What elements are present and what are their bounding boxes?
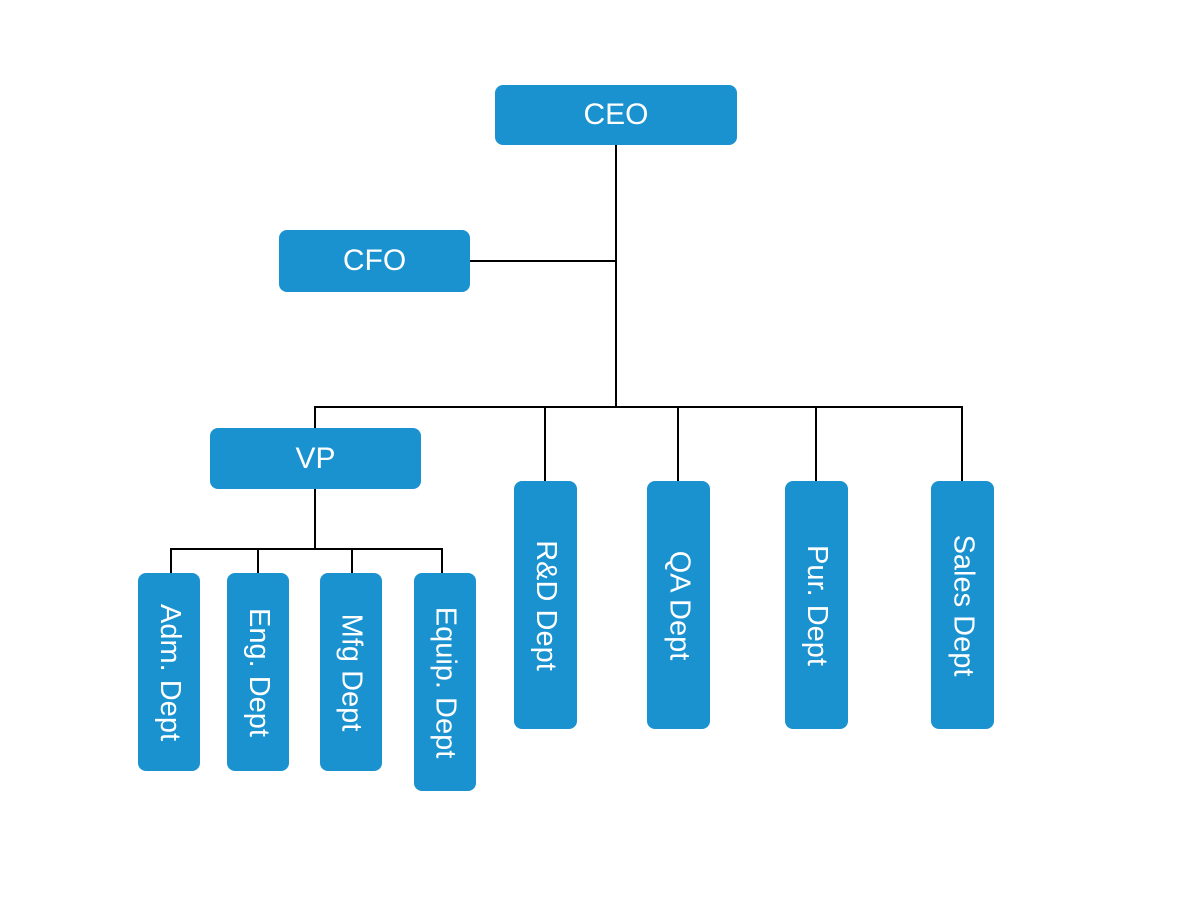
node-pur-dept: Pur. Dept: [785, 481, 848, 729]
node-mfg-dept: Mfg Dept: [320, 573, 382, 771]
node-cfo-label: CFO: [342, 244, 407, 277]
node-cfo: CFO: [279, 230, 470, 292]
node-vp-label: VP: [295, 441, 336, 475]
node-rd-dept: R&D Dept: [514, 481, 577, 729]
node-qa-dept-label: QA Dept: [663, 550, 695, 660]
node-eng-dept: Eng. Dept: [227, 573, 289, 771]
node-adm-dept: Adm. Dept: [138, 573, 200, 771]
node-ceo: CEO: [495, 85, 737, 145]
node-vp: VP: [210, 428, 421, 489]
node-ceo-label: CEO: [583, 98, 649, 131]
node-equip-dept: Equip. Dept: [414, 573, 476, 791]
node-mfg-dept-label: Mfg Dept: [335, 613, 368, 731]
node-pur-dept-label: Pur. Dept: [801, 544, 833, 666]
node-rd-dept-label: R&D Dept: [530, 539, 563, 671]
node-eng-dept-label: Eng. Dept: [242, 607, 275, 737]
node-adm-dept-label: Adm. Dept: [153, 603, 186, 741]
node-qa-dept: QA Dept: [647, 481, 710, 729]
node-equip-dept-label: Equip. Dept: [429, 606, 462, 758]
node-sales-dept: Sales Dept: [931, 481, 994, 729]
node-sales-dept-label: Sales Dept: [947, 534, 980, 676]
